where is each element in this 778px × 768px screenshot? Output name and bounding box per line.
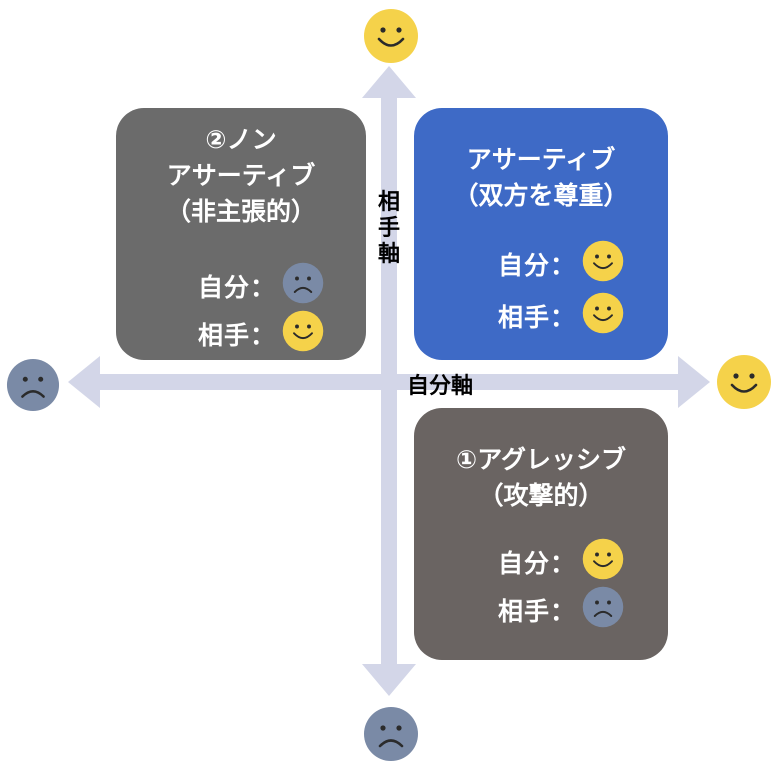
self-label: 自分： (498, 549, 577, 578)
horizontal-axis-line (92, 374, 684, 390)
smile-icon (582, 538, 624, 586)
bottom-axis-frown-icon (363, 706, 419, 766)
self-label: 自分： (198, 273, 277, 302)
vertical-axis-label: 相手軸 (377, 190, 400, 267)
frown-icon (582, 586, 624, 634)
smile-icon (282, 310, 324, 358)
non-assertive-self-row: 自分： (198, 262, 324, 310)
vertical-axis-arrow-up (362, 66, 416, 98)
non-assertive-box: ②ノン アサーティブ （非主張的） 自分： 相手： (116, 108, 366, 360)
assertive-box: アサーティブ （双方を尊重） 自分： 相手： (414, 108, 668, 360)
horizontal-axis-arrow-right (678, 356, 710, 408)
self-label: 自分： (498, 251, 577, 280)
smile-icon (582, 292, 624, 340)
frown-icon (282, 262, 324, 310)
non-assertive-title-3: （非主張的） (165, 197, 316, 226)
other-label: 相手： (498, 303, 577, 332)
non-assertive-title-2: アサーティブ (166, 161, 316, 190)
vertical-axis-arrow-down (362, 664, 416, 696)
aggressive-other-row: 相手： (498, 586, 624, 634)
aggressive-self-row: 自分： (498, 538, 624, 586)
assertive-self-row: 自分： (498, 240, 624, 288)
horizontal-axis-arrow-left (68, 356, 100, 408)
aggressive-title-2: （攻撃的） (478, 481, 604, 510)
other-label: 相手： (498, 597, 577, 626)
horizontal-axis-label: 自分軸 (407, 374, 474, 399)
smile-icon (582, 240, 624, 288)
assertive-title-2: （双方を尊重） (453, 181, 629, 210)
other-label: 相手： (198, 321, 277, 350)
aggressive-title-1: ①アグレッシブ (456, 445, 626, 474)
non-assertive-other-row: 相手： (198, 310, 324, 358)
non-assertive-title-1: ②ノン (205, 125, 277, 154)
top-axis-smile-icon (363, 8, 419, 68)
assertive-title-1: アサーティブ (466, 145, 616, 174)
aggressive-box: ①アグレッシブ （攻撃的） 自分： 相手： (414, 408, 668, 660)
right-axis-smile-icon (716, 354, 772, 414)
assertive-other-row: 相手： (498, 292, 624, 340)
left-axis-frown-icon (6, 358, 60, 416)
